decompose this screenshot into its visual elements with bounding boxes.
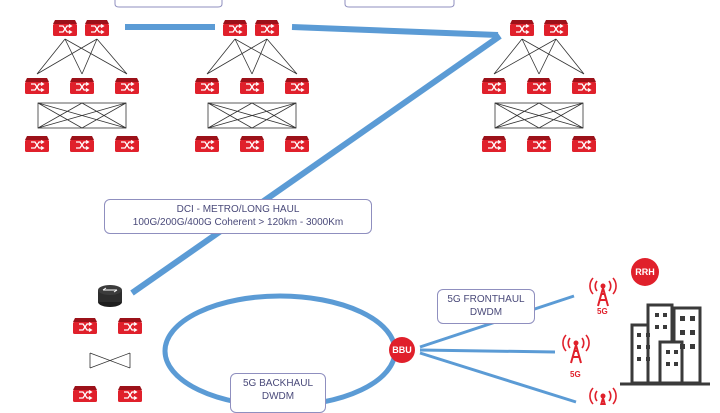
backhaul-label-line2: DWDM xyxy=(261,391,295,402)
fronthaul-link-3 xyxy=(419,351,577,404)
cell-tower-icon xyxy=(561,334,591,364)
top-box-left xyxy=(114,0,223,8)
switch-icon xyxy=(481,135,507,153)
switch-icon xyxy=(72,317,98,335)
datacenter-2 xyxy=(206,38,298,129)
switch-icon xyxy=(194,77,220,95)
dci-label-line2: 100G/200G/400G Coherent > 120km - 3000Km xyxy=(132,217,344,228)
router-icon xyxy=(98,285,122,307)
link-dci-diagonal xyxy=(130,33,502,296)
switch-icon xyxy=(481,77,507,95)
fronthaul-link-2 xyxy=(419,348,556,354)
site-bottom-left xyxy=(89,352,131,369)
top-box-right xyxy=(344,0,455,8)
cell-tower-icon xyxy=(588,277,618,307)
switch-icon xyxy=(543,19,569,37)
switch-icon xyxy=(72,385,98,403)
switch-icon xyxy=(222,19,248,37)
fronthaul-label-line2: DWDM xyxy=(469,307,503,318)
switch-icon xyxy=(24,135,50,153)
switch-icon xyxy=(114,77,140,95)
tower-tag-1: 5G xyxy=(597,307,608,316)
dci-label-line1: DCI - METRO/LONG HAUL xyxy=(176,204,300,215)
datacenter-1 xyxy=(36,38,128,129)
tower-tag-2: 5G xyxy=(570,370,581,379)
switch-icon xyxy=(239,77,265,95)
switch-icon xyxy=(526,135,552,153)
switch-icon xyxy=(69,77,95,95)
switch-icon xyxy=(114,135,140,153)
bbu-badge: BBU xyxy=(389,337,415,363)
switch-icon xyxy=(571,135,597,153)
switch-icon xyxy=(117,317,143,335)
switch-icon xyxy=(571,77,597,95)
switch-icon xyxy=(509,19,535,37)
cell-tower-icon xyxy=(588,387,618,405)
backhaul-label: 5G BACKHAUL DWDM xyxy=(230,373,326,413)
fronthaul-label: 5G FRONTHAUL DWDM xyxy=(437,289,535,324)
building-icon xyxy=(630,303,702,385)
switch-icon xyxy=(284,77,310,95)
switch-icon xyxy=(284,135,310,153)
switch-icon xyxy=(24,77,50,95)
switch-icon xyxy=(239,135,265,153)
switch-icon xyxy=(254,19,280,37)
building-windows xyxy=(637,313,695,366)
datacenter-3 xyxy=(493,38,585,129)
backhaul-label-line1: 5G BACKHAUL xyxy=(242,378,314,389)
switch-icon xyxy=(69,135,95,153)
link-dc2-dc3 xyxy=(291,24,499,38)
dci-label: DCI - METRO/LONG HAUL 100G/200G/400G Coh… xyxy=(104,199,372,234)
rrh-badge: RRH xyxy=(631,258,659,286)
switch-icon xyxy=(117,385,143,403)
switch-icon xyxy=(52,19,78,37)
switch-icon xyxy=(526,77,552,95)
switch-icon xyxy=(84,19,110,37)
switch-icon xyxy=(194,135,220,153)
fronthaul-label-line1: 5G FRONTHAUL xyxy=(447,294,525,305)
